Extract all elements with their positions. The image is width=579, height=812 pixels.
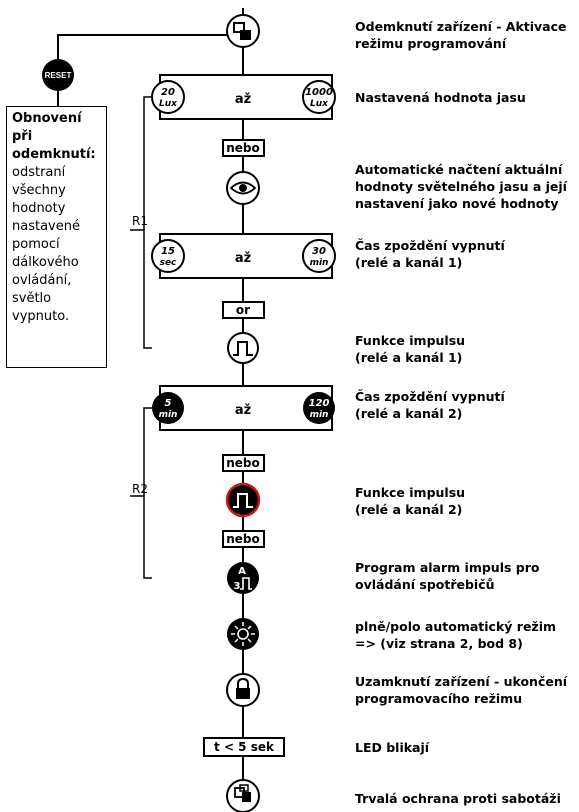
- delay2-max-unit: min: [310, 410, 329, 420]
- r1-label: R1: [132, 214, 148, 228]
- delay1-min-unit: sec: [160, 258, 177, 268]
- info-body-line: pomocí: [12, 237, 60, 252]
- svg-text:A: A: [238, 566, 246, 577]
- reset-info-box: Obnovení při odemknutí: odstraní všechny…: [6, 106, 107, 368]
- r2-bracket: [130, 407, 152, 579]
- delay1-range-word: až: [235, 251, 251, 266]
- delay2-min-unit: min: [159, 410, 178, 420]
- svg-text:3: 3: [234, 581, 241, 592]
- reset-connector: [57, 34, 243, 65]
- eye-icon: [226, 171, 260, 205]
- timer-label: t < 5 sek: [203, 737, 285, 757]
- sun-icon: [227, 618, 259, 650]
- delay1-max-value: 30: [312, 246, 326, 257]
- led-description: LED blikají: [355, 740, 430, 755]
- delay2-min-icon: [152, 392, 184, 424]
- alarm-impulse-icon: A 3: [227, 562, 259, 594]
- delay2-band: 5 min až 120 min: [152, 385, 335, 431]
- delay2-range-word: až: [235, 403, 251, 418]
- r1-bracket: [130, 96, 152, 349]
- nebo-label-2: nebo: [222, 454, 265, 472]
- nebo-label-3: nebo: [222, 530, 265, 548]
- lock-icon: [226, 673, 260, 707]
- info-body-line: vypnuto.: [12, 309, 70, 324]
- lux-min-unit: Lux: [159, 99, 178, 109]
- pulse1-description: Funkce impulsu(relé a kanál 1): [355, 333, 466, 365]
- info-body-line: dálkového: [12, 255, 79, 270]
- or-label: or: [222, 301, 265, 319]
- brightness-description: Nastavená hodnota jasu: [355, 90, 526, 105]
- unlock-icon: [226, 14, 260, 48]
- svg-text:or: or: [236, 303, 250, 317]
- svg-text:nebo: nebo: [226, 456, 260, 470]
- reset-button: RESET: [42, 59, 74, 91]
- delay2-min-value: 5: [165, 398, 172, 409]
- lux-min-value: 20: [161, 87, 175, 98]
- delay1-band: 15 sec až 30 min: [151, 233, 336, 279]
- svg-text:nebo: nebo: [226, 141, 260, 155]
- delay1-min-value: 15: [161, 246, 175, 257]
- mode-description: plně/polo automatický režim=> (viz stran…: [355, 619, 557, 651]
- info-body-line: ovládání,: [12, 273, 72, 288]
- r2-label: R2: [132, 482, 148, 496]
- info-body-line: všechny: [12, 183, 66, 198]
- info-body-line: nastavené: [12, 219, 80, 234]
- svg-text:nebo: nebo: [226, 532, 260, 546]
- pulse2-description: Funkce impulsu(relé a kanál 2): [355, 485, 466, 517]
- delay1-max-unit: min: [310, 258, 329, 268]
- pulse2-icon: [225, 482, 261, 518]
- nebo-label-1: nebo: [222, 139, 265, 157]
- info-body-line: odstraní: [12, 165, 66, 180]
- delay2-max-value: 120: [309, 398, 330, 409]
- pulse1-icon: [227, 332, 259, 364]
- info-title-line: odemknutí:: [12, 147, 96, 162]
- brightness-band: 20 Lux až 1000 Lux: [151, 74, 336, 120]
- delay2-description: Čas zpoždění vypnutí(relé a kanál 2): [355, 389, 505, 421]
- info-title-line: Obnovení: [12, 111, 82, 126]
- delay2-max-icon: [303, 392, 335, 424]
- lux-max-icon: [302, 80, 336, 114]
- delay1-description: Čas zpoždění vypnutí(relé a kanál 1): [355, 238, 505, 270]
- lux-max-value: 1000: [305, 87, 333, 98]
- info-body-line: světlo: [12, 291, 52, 306]
- lux-range-word: až: [235, 92, 251, 107]
- info-body-line: hodnoty: [12, 201, 66, 216]
- info-title-line: při: [12, 129, 33, 144]
- tamper-description: Trvalá ochrana proti sabotáži: [355, 791, 561, 806]
- delay1-max-icon: [302, 239, 336, 273]
- delay1-min-icon: [151, 239, 185, 273]
- svg-text:t < 5 sek: t < 5 sek: [214, 740, 275, 754]
- reset-label: RESET: [45, 71, 72, 80]
- lux-max-unit: Lux: [310, 99, 329, 109]
- tamper-protection-icon: [226, 779, 260, 812]
